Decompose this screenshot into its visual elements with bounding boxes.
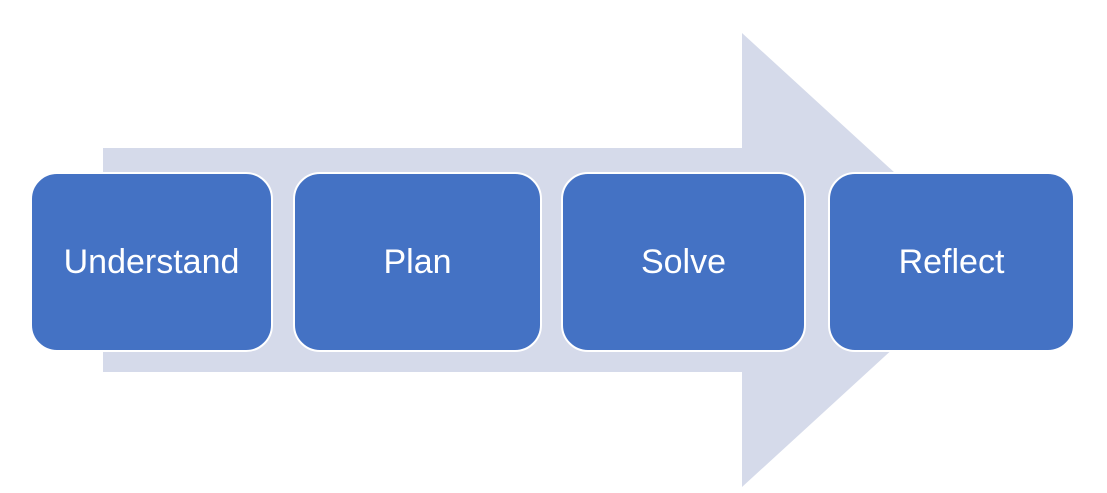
step-label-understand: Understand — [63, 243, 240, 281]
step-label-plan: Plan — [383, 243, 452, 281]
right-arrow-polygon — [103, 33, 990, 487]
step-box-understand: Understand — [30, 172, 273, 352]
step-box-plan: Plan — [293, 172, 542, 352]
step-label-solve: Solve — [640, 243, 727, 281]
step-box-solve: Solve — [561, 172, 806, 352]
step-box-reflect: Reflect — [828, 172, 1075, 352]
step-label-reflect: Reflect — [898, 243, 1005, 281]
